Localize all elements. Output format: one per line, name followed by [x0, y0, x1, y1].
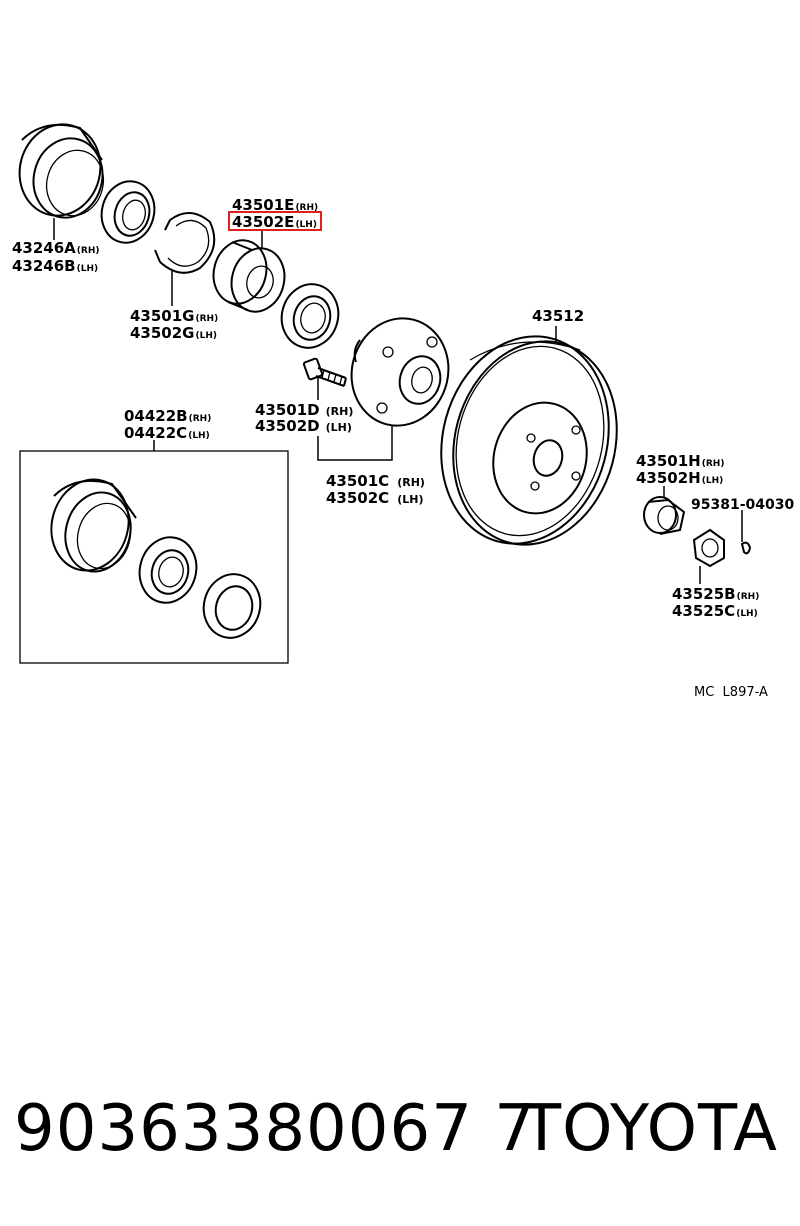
highlight-box — [228, 211, 322, 231]
hub-bearing-43501e — [212, 239, 286, 313]
label-43525c-code: 43525C — [672, 602, 735, 620]
label-43502h-code: 43502H — [636, 469, 701, 487]
disc-rotor-43512 — [440, 335, 618, 546]
label-43246a-code: 43246A — [12, 239, 76, 257]
svg-text:43246B(LH): 43246B(LH) — [12, 257, 98, 275]
svg-text:43502G(LH): 43502G(LH) — [130, 324, 217, 342]
svg-text:43502C(LH): 43502C (LH) — [326, 489, 423, 507]
svg-text:04422B(RH): 04422B(RH) — [124, 407, 211, 425]
label-43502c-code: 43502C — [326, 489, 389, 507]
leader-lines — [53, 218, 743, 584]
svg-text:43246A(RH): 43246A(RH) — [12, 239, 100, 257]
label-04422b-code: 04422B — [124, 407, 188, 425]
label-43501c-side: (RH) — [397, 476, 425, 489]
bearing-seal-mid — [280, 283, 340, 349]
callout-43501d: 43501D (RH) 43502D (LH) — [255, 401, 353, 435]
svg-text:43501H(RH): 43501H(RH) — [636, 452, 724, 470]
svg-text:43502D(LH): 43502D (LH) — [255, 417, 352, 435]
label-43525b-code: 43525B — [672, 585, 736, 603]
lock-nut-43525b — [692, 528, 725, 568]
axle-hub-43501c — [350, 317, 450, 427]
callout-43246: 43246A(RH) 43246B(LH) — [12, 239, 100, 275]
label-43501h-code: 43501H — [636, 452, 701, 470]
label-43501e-side: (RH) — [295, 203, 318, 213]
callout-43501c: 43501C (RH) 43502C (LH) — [326, 472, 425, 507]
label-95381: 95381-04030 — [691, 497, 794, 513]
hub-bolt-43501d — [302, 357, 347, 387]
label-43502e-side: (LH) — [295, 220, 317, 230]
label-43246a-side: (RH) — [77, 246, 100, 256]
label-43502d-code: 43502D — [255, 417, 320, 435]
part-number: 90363380067 7 — [14, 1092, 536, 1166]
label-04422b-side: (RH) — [189, 414, 212, 424]
cotter-pin-95381 — [740, 541, 752, 555]
label-43512: 43512 — [532, 307, 584, 325]
svg-text:43501G(RH): 43501G(RH) — [130, 307, 218, 325]
bearing-kit-box — [19, 450, 289, 664]
snap-ring-43501g — [154, 212, 216, 274]
label-43502g-code: 43502G — [130, 324, 195, 342]
label-43501g-code: 43501G — [130, 307, 195, 325]
diagram-reference: MC L897-A — [694, 685, 768, 700]
label-43501d-side: (RH) — [326, 405, 354, 418]
svg-text:43501D(RH): 43501D (RH) — [255, 401, 353, 419]
callout-04422: 04422B(RH) 04422C(LH) — [124, 407, 211, 442]
svg-text:43525B(RH): 43525B(RH) — [672, 585, 759, 603]
label-43246b-side: (LH) — [77, 264, 99, 274]
label-43501h-side: (RH) — [702, 459, 725, 469]
label-43501d-code: 43501D — [255, 401, 320, 419]
label-43502c-side: (LH) — [397, 493, 423, 506]
label-43502d-side: (LH) — [326, 421, 352, 434]
svg-text:43501E(RH): 43501E(RH) — [232, 196, 318, 214]
label-43501e-code: 43501E — [232, 196, 294, 214]
bearing-small-top — [100, 180, 156, 244]
label-43502h-side: (LH) — [702, 476, 724, 486]
label-43525b-side: (RH) — [737, 592, 760, 602]
callout-43501e: 43501E(RH) 43502E(LH) — [228, 196, 322, 231]
svg-text:04422C(LH): 04422C(LH) — [124, 424, 210, 442]
callout-43501h: 43501H(RH) 43502H(LH) — [636, 452, 724, 487]
label-04422c-side: (LH) — [188, 431, 210, 441]
nut-43501h — [643, 496, 686, 535]
svg-text:43502H(LH): 43502H(LH) — [636, 469, 723, 487]
callout-43501g: 43501G(RH) 43502G(LH) — [130, 307, 218, 342]
svg-text:43525C(LH): 43525C(LH) — [672, 602, 758, 620]
svg-text:43501C(RH): 43501C (RH) — [326, 472, 425, 490]
label-04422c-code: 04422C — [124, 424, 187, 442]
parts-diagram: 43246A(RH) 43246B(LH) 43501E(RH) 43502E(… — [12, 123, 794, 700]
callout-43525: 43525B(RH) 43525C(LH) — [672, 585, 759, 620]
brand-name: TOYOTA — [522, 1092, 778, 1166]
label-43246b-code: 43246B — [12, 257, 76, 275]
label-43525c-side: (LH) — [736, 609, 758, 619]
label-43501g-side: (RH) — [196, 314, 219, 324]
svg-text:43502E(LH): 43502E(LH) — [232, 213, 317, 231]
label-43502g-side: (LH) — [196, 331, 218, 341]
oil-seal-43246 — [18, 123, 105, 219]
label-43502e-code: 43502E — [232, 213, 294, 231]
label-43501c-code: 43501C — [326, 472, 389, 490]
